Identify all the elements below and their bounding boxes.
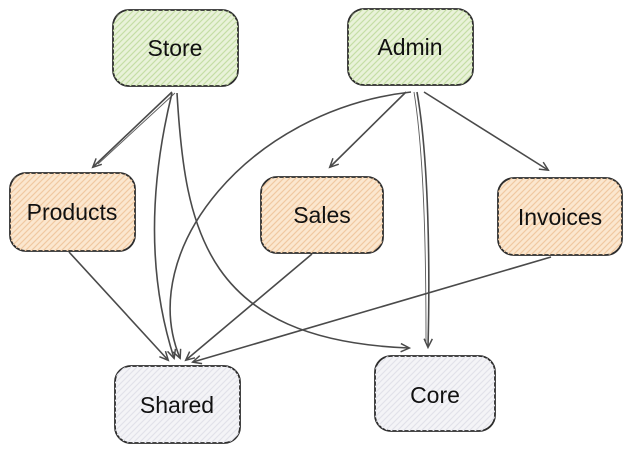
node-core-hatch [375, 356, 495, 431]
node-admin[interactable]: Admin [347, 8, 474, 86]
node-invoices[interactable]: Invoices [497, 177, 623, 256]
node-shared-label: Shared [140, 392, 214, 418]
node-sales[interactable]: Sales [260, 176, 384, 254]
edge-admin-invoices [423, 91, 548, 170]
node-invoices-hatch [498, 178, 622, 255]
edge-invoices-shared [193, 256, 552, 362]
node-admin-label: Admin [377, 34, 442, 60]
nodes: Store Admin Products Sales [9, 8, 623, 444]
node-products-hatch [10, 173, 135, 251]
edge-store-shared [153, 92, 174, 358]
node-store-label: Store [148, 35, 203, 61]
node-shared[interactable]: Shared [114, 365, 241, 444]
node-sales-hatch [261, 177, 383, 253]
edge-store-products-inner [97, 92, 176, 165]
node-store-hatch [113, 10, 238, 86]
edge-admin-core [416, 91, 429, 347]
edge-products-shared [68, 251, 168, 360]
node-products[interactable]: Products [9, 172, 136, 252]
edge-store-products [93, 91, 173, 167]
node-admin-hatch [348, 9, 473, 85]
node-products-label: Products [27, 199, 118, 225]
edge-store-core [176, 92, 409, 348]
edge-admin-shared [169, 91, 412, 358]
edges [68, 91, 552, 362]
node-sales-label: Sales [293, 202, 351, 228]
edge-admin-core-inner [413, 91, 427, 343]
node-core-label: Core [410, 382, 460, 408]
node-invoices-label: Invoices [518, 204, 602, 230]
node-shared-hatch [115, 366, 240, 443]
node-store[interactable]: Store [112, 9, 239, 87]
node-core[interactable]: Core [374, 355, 496, 432]
edge-admin-sales [330, 91, 407, 167]
edge-sales-shared [186, 253, 313, 360]
